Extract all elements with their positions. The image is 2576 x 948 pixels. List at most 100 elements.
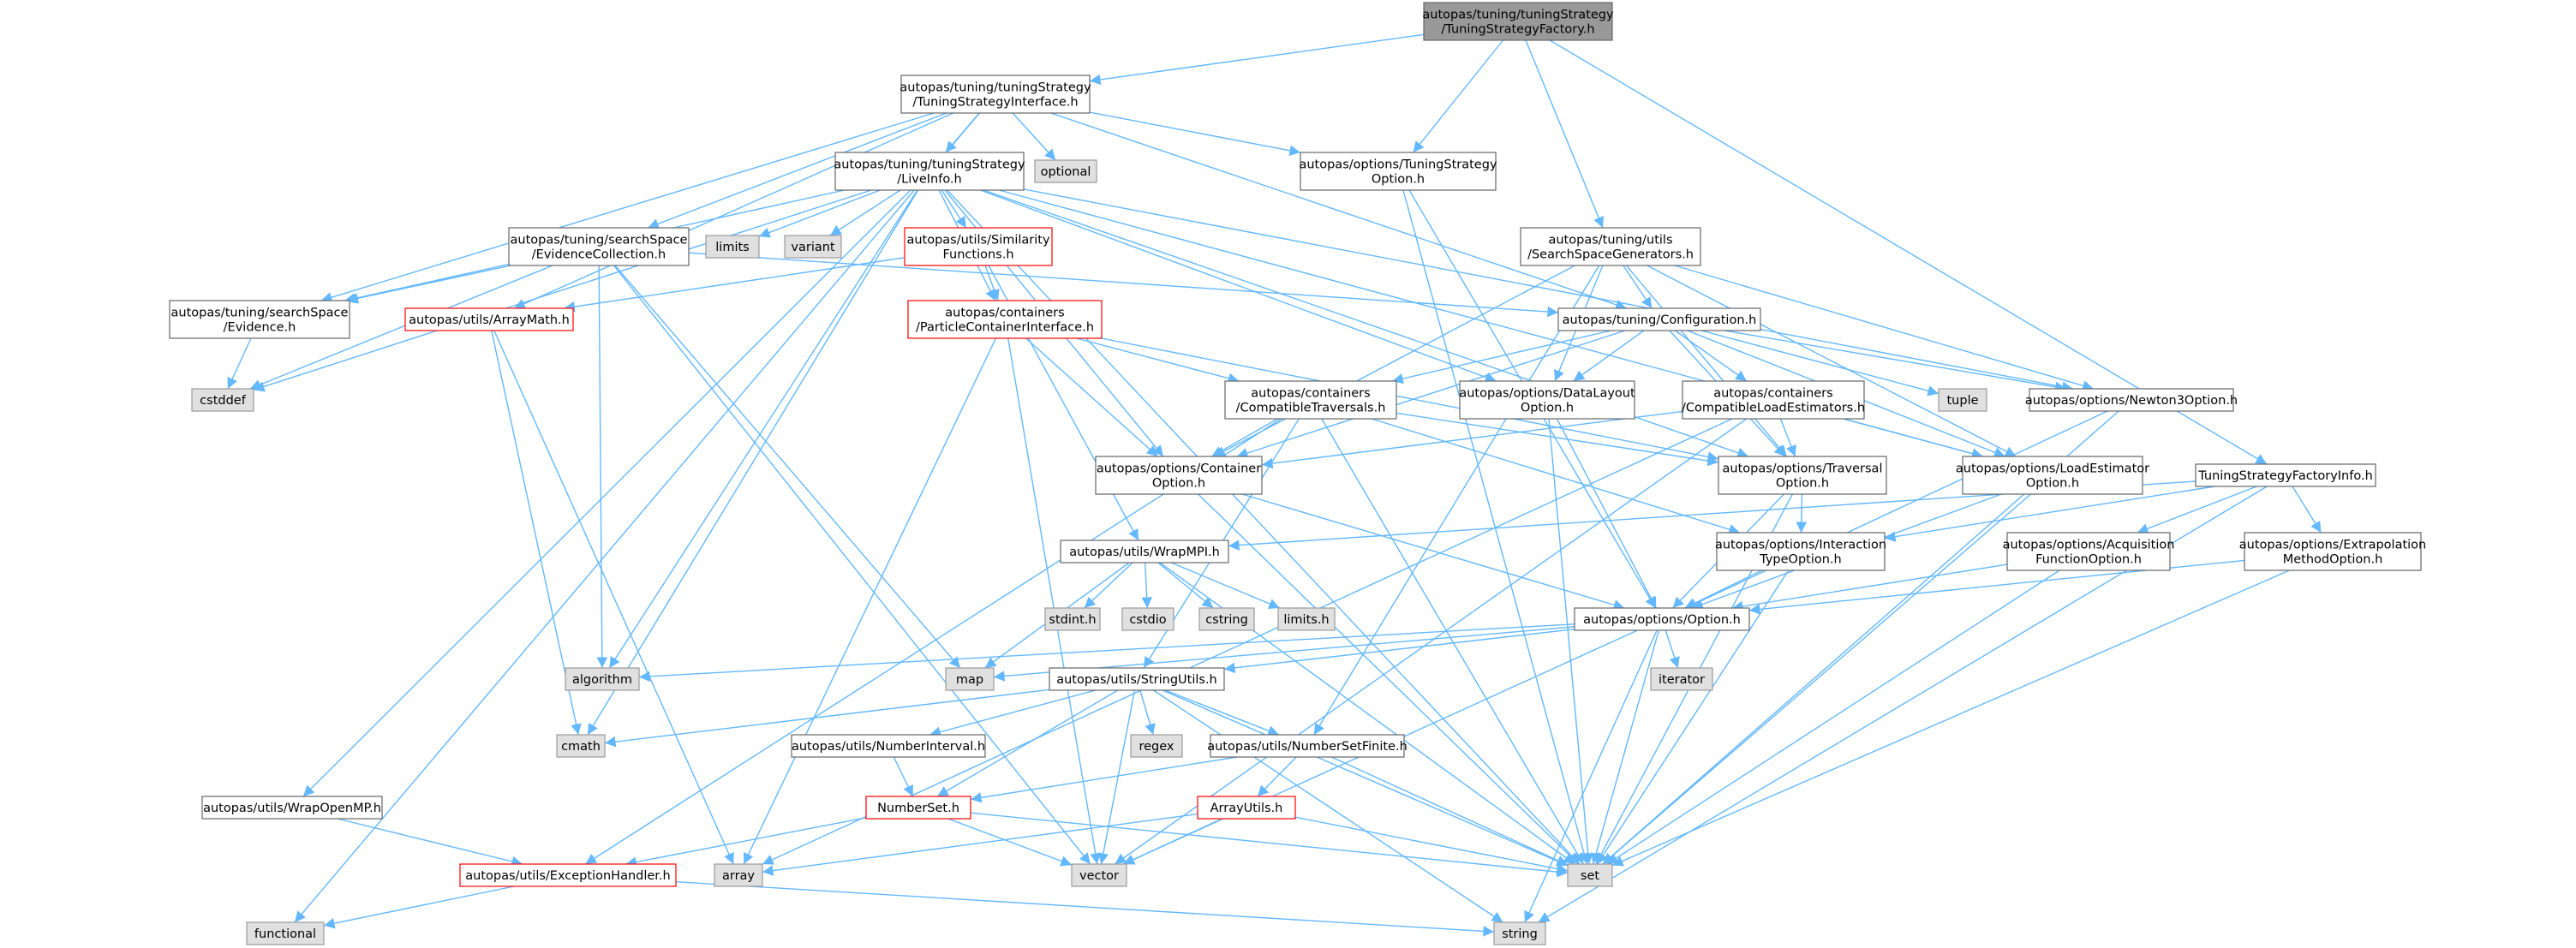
- edge-leopt-to-set: [1602, 493, 2032, 865]
- node-box-travopt[interactable]: [1718, 456, 1887, 495]
- node-box-wrapomp[interactable]: [201, 796, 383, 820]
- node-box-exch[interactable]: [459, 863, 677, 887]
- node-box-contopt[interactable]: [1095, 456, 1263, 495]
- edge-cle-to-travopt: [1779, 418, 1796, 457]
- node-exch[interactable]: autopas/utils/ExceptionHandler.h: [459, 863, 677, 887]
- node-box-ssgen[interactable]: [1520, 227, 1701, 266]
- node-arrutils[interactable]: ArrayUtils.h: [1197, 796, 1296, 820]
- node-live[interactable]: autopas/tuning/tuningStrategy/LiveInfo.h: [834, 152, 1025, 191]
- node-box-evidence[interactable]: [169, 300, 350, 339]
- edge-root-to-tsopt: [1413, 39, 1503, 153]
- node-box-nsf[interactable]: [1210, 734, 1405, 758]
- node-tsi[interactable]: autopas/tuning/tuningStrategy/TuningStra…: [900, 75, 1091, 114]
- node-box-leopt[interactable]: [1962, 456, 2143, 495]
- node-box-simfun[interactable]: [904, 227, 1053, 266]
- node-label: string: [1502, 927, 1538, 941]
- node-box-itopt[interactable]: [1716, 532, 1886, 571]
- edge-root-to-tsi: [1089, 33, 1425, 86]
- node-option[interactable]: autopas/options/Option.h: [1574, 607, 1750, 631]
- node-wrapomp[interactable]: autopas/utils/WrapOpenMP.h: [201, 796, 383, 820]
- node-box-comptrav[interactable]: [1224, 380, 1397, 420]
- edge-contopt-to-set: [1198, 493, 1580, 865]
- node-box-config[interactable]: [1557, 307, 1761, 331]
- edge-live-to-dlopt: [980, 189, 1497, 383]
- node-label: autopas/options/Acquisition: [2003, 539, 2175, 552]
- edge-tsi-to-evidence: [320, 112, 935, 303]
- node-box-vector: [1071, 863, 1127, 887]
- node-box-arraymath[interactable]: [404, 307, 574, 331]
- node-ssgen[interactable]: autopas/tuning/utils/SearchSpaceGenerato…: [1520, 227, 1701, 266]
- node-comptrav[interactable]: autopas/containers/CompatibleTraversals.…: [1224, 380, 1397, 420]
- node-box-n3opt[interactable]: [2029, 388, 2234, 412]
- node-label: Option.h: [1152, 477, 1205, 491]
- node-root[interactable]: autopas/tuning/tuningStrategy/TuningStra…: [1422, 2, 1614, 41]
- node-string: string: [1493, 921, 1546, 945]
- node-n3opt[interactable]: autopas/options/Newton3Option.h: [2025, 388, 2238, 412]
- node-pci[interactable]: autopas/containers/ParticleContainerInte…: [907, 300, 1103, 339]
- node-evidence[interactable]: autopas/tuning/searchSpace/Evidence.h: [169, 300, 350, 339]
- node-box-tsfinfo[interactable]: [2195, 463, 2376, 487]
- node-iterator: iterator: [1650, 667, 1713, 691]
- node-box-numint[interactable]: [791, 734, 986, 758]
- node-box-root[interactable]: [1423, 2, 1613, 41]
- node-evcoll[interactable]: autopas/tuning/searchSpace/EvidenceColle…: [508, 227, 690, 266]
- node-box-cle[interactable]: [1682, 380, 1865, 420]
- node-box-afopt[interactable]: [2006, 532, 2171, 571]
- edge-arrutils-to-array: [762, 813, 1198, 876]
- node-box-option[interactable]: [1574, 607, 1750, 631]
- node-label: autopas/utils/NumberSetFinite.h: [1207, 740, 1408, 754]
- node-box-arrutils[interactable]: [1197, 796, 1296, 820]
- edge-arraymath-to-cmath: [491, 330, 582, 736]
- nodes-layer: autopas/tuning/tuningStrategy/TuningStra…: [169, 2, 2427, 945]
- node-box-tsopt[interactable]: [1300, 152, 1497, 191]
- edge-comptrav-to-travopt: [1396, 412, 1719, 467]
- node-tsfinfo[interactable]: TuningStrategyFactoryInfo.h: [2195, 463, 2376, 487]
- node-afopt[interactable]: autopas/options/AcquisitionFunctionOptio…: [2003, 532, 2175, 571]
- edge-evcoll-to-map: [614, 265, 961, 669]
- node-label: set: [1581, 869, 1599, 883]
- node-numset[interactable]: NumberSet.h: [865, 796, 971, 820]
- edge-pci-to-comptrav: [1076, 337, 1240, 384]
- edge-strutils-to-string: [1153, 689, 1503, 923]
- node-numint[interactable]: autopas/utils/NumberInterval.h: [791, 734, 986, 758]
- edge-ssgen-to-config: [1623, 265, 1653, 309]
- node-label: vector: [1079, 869, 1119, 883]
- node-label: array: [722, 869, 755, 883]
- node-box-limitsh: [1277, 607, 1336, 631]
- node-box-evcoll[interactable]: [508, 227, 690, 266]
- node-config[interactable]: autopas/tuning/Configuration.h: [1557, 307, 1761, 331]
- edge-pci-to-vector: [1007, 337, 1101, 865]
- node-box-tuple: [1938, 388, 1987, 412]
- node-box-pci[interactable]: [907, 300, 1103, 339]
- node-box-dlopt[interactable]: [1459, 380, 1635, 420]
- node-label: autopas/options/Option.h: [1583, 613, 1741, 627]
- edge-nsf-to-set: [1331, 756, 1569, 866]
- edge-tsi-to-tsopt: [1089, 111, 1301, 156]
- node-box-cmath: [556, 734, 606, 758]
- node-cle[interactable]: autopas/containers/CompatibleLoadEstimat…: [1682, 380, 1865, 420]
- node-emopt[interactable]: autopas/options/ExtrapolationMethodOptio…: [2239, 532, 2427, 571]
- node-nsf[interactable]: autopas/utils/NumberSetFinite.h: [1207, 734, 1408, 758]
- node-box-wrapmpi[interactable]: [1060, 540, 1229, 563]
- node-box-set: [1567, 863, 1613, 887]
- edge-evcoll-to-algorithm: [596, 265, 608, 669]
- node-stdint: stdint.h: [1044, 607, 1101, 631]
- node-strutils[interactable]: autopas/utils/StringUtils.h: [1049, 667, 1225, 691]
- node-label: cstddef: [200, 394, 247, 408]
- node-box-live[interactable]: [834, 152, 1025, 191]
- node-box-emopt[interactable]: [2244, 532, 2422, 571]
- node-label: autopas/utils/WrapMPI.h: [1069, 546, 1220, 559]
- node-box-tsi[interactable]: [900, 75, 1091, 114]
- edge-option-to-iterator: [1665, 629, 1680, 669]
- node-box-strutils[interactable]: [1049, 667, 1225, 691]
- node-arraymath[interactable]: autopas/utils/ArrayMath.h: [404, 307, 574, 331]
- node-box-numset[interactable]: [865, 796, 971, 820]
- node-wrapmpi[interactable]: autopas/utils/WrapMPI.h: [1060, 540, 1229, 563]
